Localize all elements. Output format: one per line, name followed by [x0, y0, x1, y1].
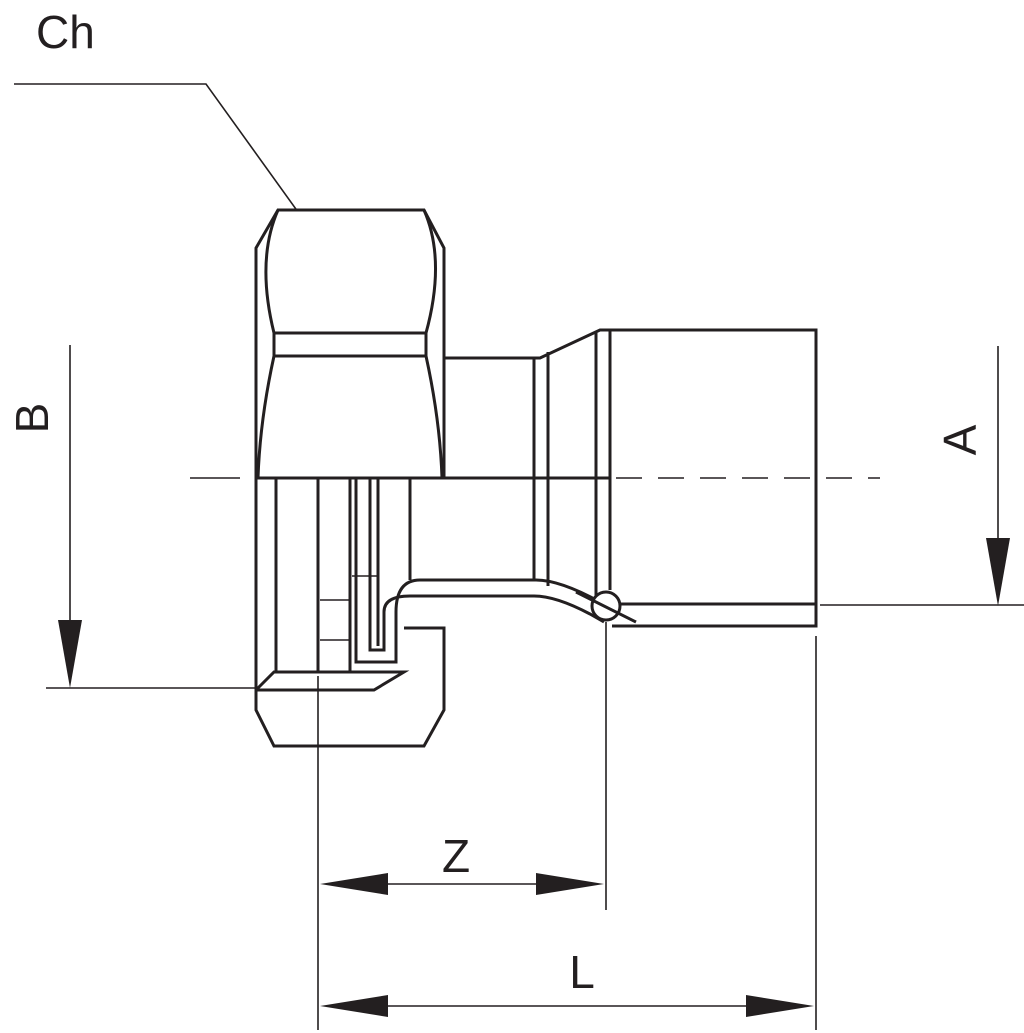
l-arrowhead-right [746, 995, 814, 1017]
insert-outline-inner [368, 478, 605, 652]
ch-label: Ch [36, 6, 95, 58]
dimension-l: L [320, 946, 814, 1017]
hex-nut [254, 208, 446, 480]
insert-outline-outer [354, 478, 601, 664]
l-label: L [569, 946, 595, 998]
extension-lines [317, 622, 817, 1030]
nut-right-curve [422, 209, 444, 479]
body-upper-outline [444, 328, 818, 478]
a-arrowhead [986, 538, 1010, 606]
nut-chamfer-section [254, 670, 410, 692]
nut-left-curve [256, 209, 280, 479]
socket-lower-outline [612, 478, 818, 628]
b-arrowhead [58, 620, 82, 688]
l-arrowhead-left [320, 995, 388, 1017]
z-label: Z [442, 830, 470, 882]
z-arrowhead-right [536, 873, 604, 895]
section-view [254, 478, 818, 748]
nut-outline-lower [254, 478, 446, 748]
o-ring-line [575, 590, 637, 624]
a-label: A [934, 424, 986, 455]
dimension-b: B [6, 345, 256, 689]
dimension-a: A [820, 346, 1024, 606]
b-label: B [6, 403, 58, 434]
z-arrowhead-left [320, 873, 388, 895]
nut-outline-upper [254, 208, 446, 480]
dimension-z: Z [320, 830, 604, 895]
fitting-body-upper [444, 328, 818, 478]
